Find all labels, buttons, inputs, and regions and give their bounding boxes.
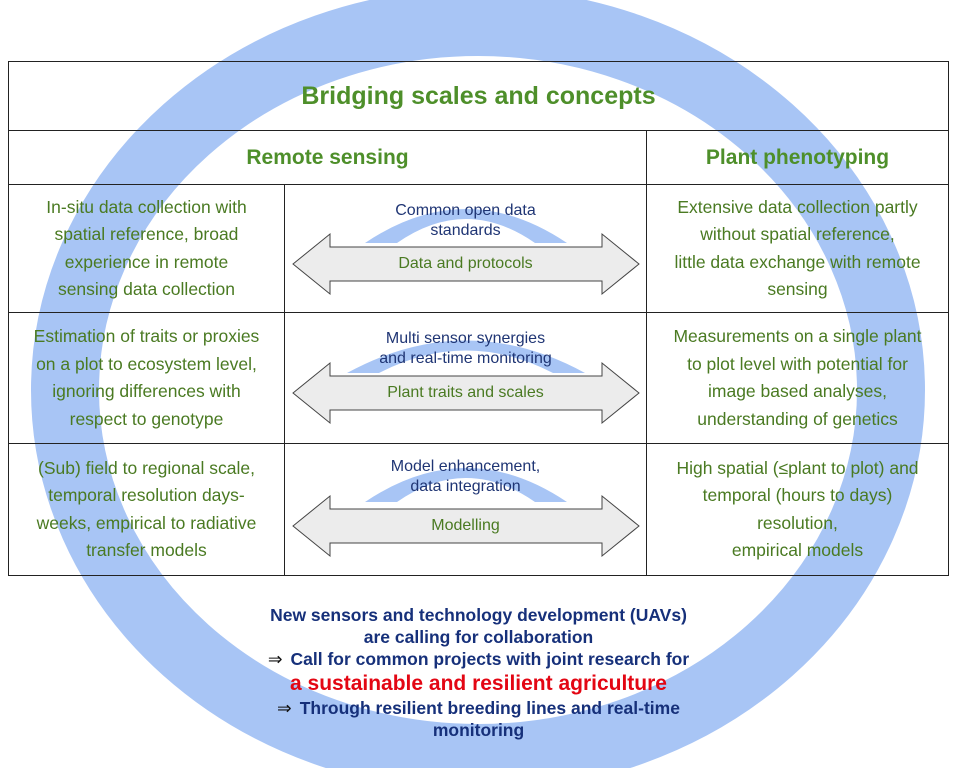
arc-shape: [347, 340, 585, 373]
link-top-label: Common open data standards: [395, 202, 536, 239]
conclusion-line: ⇒ Call for common projects with joint res…: [0, 648, 957, 670]
arrow-label: Plant traits and scales: [387, 384, 544, 401]
diagram-title: Bridging scales and concepts: [9, 62, 948, 131]
conclusion-text: Call for common projects with joint rese…: [290, 649, 690, 669]
link-top-label: Model enhancement, data integration: [390, 458, 541, 495]
plant-phenotyping-cell: Extensive data collection partly without…: [647, 185, 948, 313]
link-graphic: [292, 340, 640, 425]
arc-shape: [365, 468, 567, 502]
remote-sensing-cell: (Sub) field to regional scale, temporal …: [9, 444, 285, 575]
conclusion-line: ⇒ Through resilient breeding lines and re…: [0, 697, 957, 719]
arc-shape: [365, 209, 567, 243]
link-top-label: Multi sensor synergies and real-time mon…: [379, 330, 552, 367]
link-graphic: [292, 468, 640, 558]
conclusion-line: monitoring: [432, 720, 525, 740]
link-cell: Multi sensor synergies and real-time mon…: [285, 313, 647, 444]
link-graphic: [292, 209, 640, 296]
comparison-table: Bridging scales and concepts Remote sens…: [8, 61, 949, 576]
double-arrow: [292, 494, 640, 558]
conclusion-block: New sensors and technology development (…: [0, 604, 957, 741]
conclusion-text: Through resilient breeding lines and rea…: [299, 698, 680, 718]
remote-sensing-cell: In-situ data collection with spatial ref…: [9, 185, 285, 313]
conclusion-line: New sensors and technology development (…: [270, 605, 687, 625]
plant-phenotyping-cell: High spatial (≤plant to plot) and tempor…: [676, 457, 919, 561]
arrow-label: Data and protocols: [398, 255, 533, 272]
double-arrow: [292, 361, 640, 425]
plant-phenotyping-cell: Measurements on a single plant to plot l…: [647, 313, 948, 444]
implies-arrow-icon: ⇒: [267, 649, 283, 669]
header-remote-sensing: Remote sensing: [9, 131, 647, 185]
conclusion-line: are calling for collaboration: [363, 627, 594, 647]
double-arrow: [292, 232, 640, 296]
implies-arrow-icon: ⇒: [277, 698, 292, 718]
link-cell: Model enhancement, data integration Mode…: [285, 444, 647, 575]
highlight-text: a sustainable and resilient agriculture: [290, 672, 667, 695]
header-plant-phenotyping: Plant phenotyping: [647, 131, 948, 185]
remote-sensing-cell: Estimation of traits or proxies on a plo…: [9, 313, 285, 444]
link-cell: Common open data standards Data and prot…: [285, 185, 647, 313]
arrow-label: Modelling: [431, 517, 500, 534]
